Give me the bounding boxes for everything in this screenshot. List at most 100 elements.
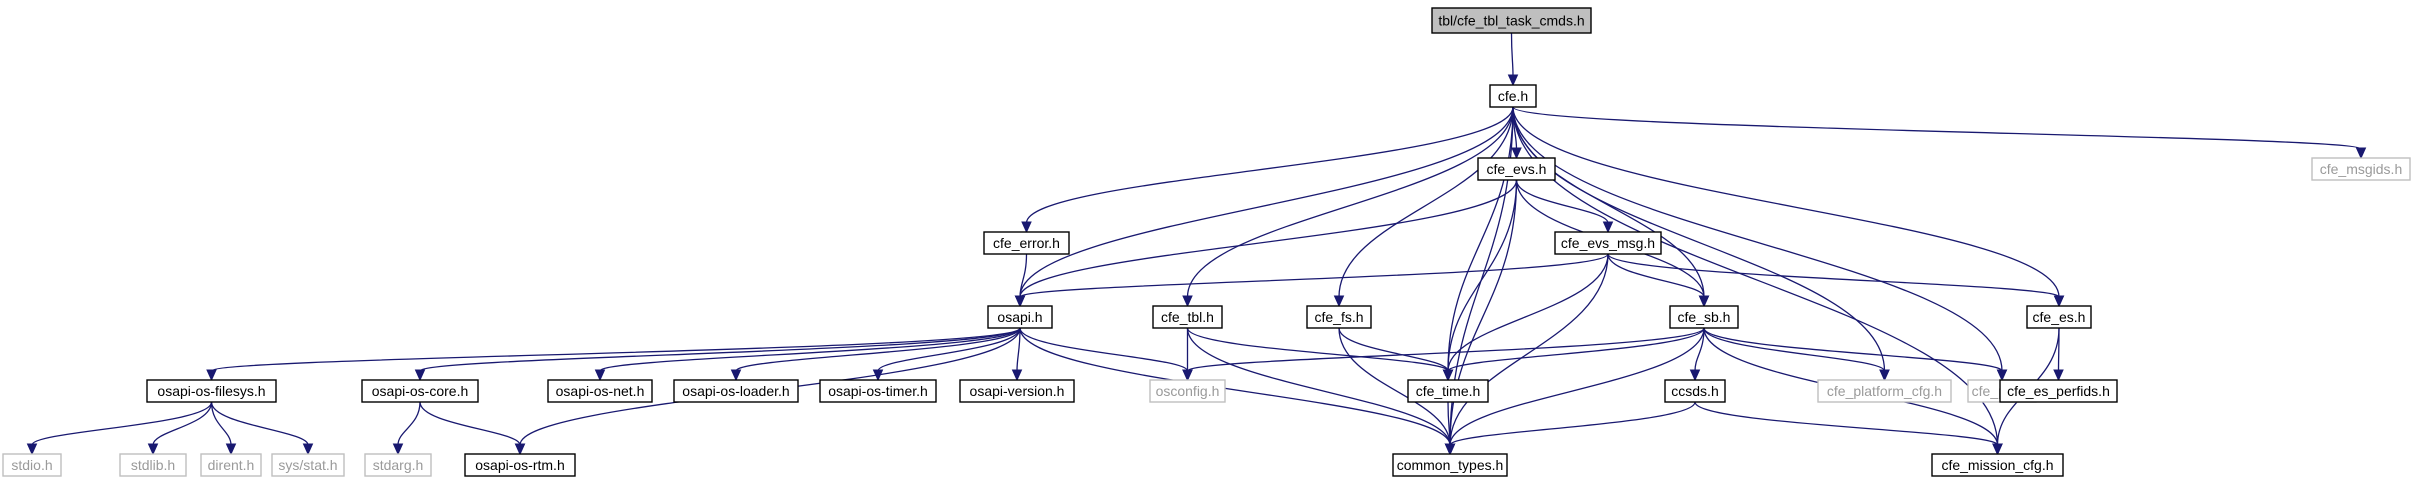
edge-cfe_fs-to-cfe_time: [1338, 327, 1449, 372]
node-box: [819, 379, 937, 403]
node-cfe-error[interactable]: cfe_error.h: [983, 231, 1070, 255]
node-cfe-platform-cfg: cfe_platform_cfg.h: [1817, 379, 1952, 403]
node-cfe-sb[interactable]: cfe_sb.h: [1669, 305, 1739, 329]
edge-arrowhead-osapi-to-osapi_os_filesys: [206, 369, 217, 382]
edge-arrowhead-root-to-cfe: [1507, 74, 1519, 87]
node-osapi-os-net[interactable]: osapi-os-net.h: [547, 379, 653, 403]
node-osapi-os-core[interactable]: osapi-os-core.h: [361, 379, 479, 403]
edge-arrowhead-ccsds-to-common_types: [1444, 443, 1456, 456]
node-label: osapi-os-rtm.h: [475, 457, 564, 473]
edge-arrowhead-cfe_evs_msg-to-cfe_es: [2053, 295, 2065, 308]
edge-cfe-to-cfe_psp: [1512, 106, 2003, 372]
edge-cfe_evs_msg-to-cfe_time: [1447, 253, 1609, 372]
node-label: osapi-os-loader.h: [682, 383, 789, 399]
edge-osapi_os_filesys-to-stdlib: [152, 401, 213, 446]
node-cfe-fs[interactable]: cfe_fs.h: [1306, 305, 1372, 329]
edge-cfe_sb-to-cfe_psp: [1703, 327, 2003, 372]
edge-cfe-to-cfe_tbl: [1186, 106, 1514, 298]
edge-arrowhead-cfe_evs_msg-to-cfe_sb: [1698, 295, 1710, 308]
node-box: [547, 379, 653, 403]
node-label: common_types.h: [1397, 457, 1504, 473]
edge-cfe_evs-to-cfe_evs_msg: [1515, 179, 1609, 224]
node-box: [271, 453, 345, 477]
node-box: [146, 379, 277, 403]
edge-osapi-to-osapi_os_filesys: [210, 327, 1021, 372]
node-label: osapi.h: [997, 309, 1042, 325]
edge-osapi_os_filesys-to-stdio: [31, 401, 213, 446]
node-cfe-evs[interactable]: cfe_evs.h: [1477, 157, 1556, 181]
edge-arrowhead-osapi_os_core-to-stdarg: [392, 443, 404, 456]
node-osapi-os-loader[interactable]: osapi-os-loader.h: [673, 379, 799, 403]
node-osapi-os-rtm[interactable]: osapi-os-rtm.h: [464, 453, 576, 477]
edge-cfe_sb-to-common_types: [1449, 327, 1705, 446]
edge-ccsds-to-common_types: [1449, 401, 1696, 446]
edge-arrowhead-osapi_os_filesys-to-sys_stat: [302, 443, 314, 456]
node-cfe-es[interactable]: cfe_es.h: [2026, 305, 2092, 329]
edge-layer: [26, 32, 2367, 456]
edge-arrowhead-cfe-to-cfe_evs: [1511, 147, 1522, 160]
edge-arrowhead-osapi_os_filesys-to-stdio: [26, 443, 38, 456]
node-box: [200, 453, 262, 477]
edge-cfe_evs_msg-to-osapi: [1019, 253, 1609, 298]
node-osapi-os-filesys[interactable]: osapi-os-filesys.h: [146, 379, 277, 403]
node-box: [1431, 7, 1592, 34]
edge-cfe_evs-to-common_types: [1449, 179, 1518, 446]
edge-cfe-to-cfe_fs: [1338, 106, 1514, 298]
edge-cfe_sb-to-cfe_platform_cfg: [1703, 327, 1886, 372]
node-dirent: dirent.h: [200, 453, 262, 477]
node-label: cfe_time.h: [1416, 383, 1481, 399]
node-root[interactable]: tbl/cfe_tbl_task_cmds.h: [1431, 7, 1592, 34]
edge-osapi_os_filesys-to-dirent: [210, 401, 232, 446]
node-box: [2, 453, 62, 477]
node-osapi[interactable]: osapi.h: [987, 305, 1053, 329]
edge-cfe-to-osapi: [1019, 106, 1514, 298]
node-label: cfe_error.h: [993, 235, 1060, 251]
edge-arrowhead-cfe-to-cfe_fs: [1333, 295, 1345, 308]
node-sys-stat: sys/stat.h: [271, 453, 345, 477]
node-cfe[interactable]: cfe.h: [1489, 84, 1537, 108]
edge-cfe_evs-to-osapi: [1019, 179, 1518, 298]
node-cfe-es-perfids[interactable]: cfe_es_perfids.h: [1999, 379, 2118, 403]
edge-arrowhead-osapi_os_filesys-to-dirent: [225, 443, 237, 456]
edge-arrowhead-cfe-to-cfe_tbl: [1182, 295, 1193, 308]
edge-arrowhead-osapi_os_filesys-to-stdlib: [147, 443, 159, 456]
node-label: cfe_msgids.h: [2320, 161, 2402, 177]
node-box: [1152, 305, 1223, 329]
edge-cfe_evs_msg-to-cfe_sb: [1607, 253, 1705, 298]
node-box: [1407, 379, 1489, 403]
node-cfe-evs-msg[interactable]: cfe_evs_msg.h: [1554, 231, 1662, 255]
node-cfe-tbl[interactable]: cfe_tbl.h: [1152, 305, 1223, 329]
node-stdio: stdio.h: [2, 453, 62, 477]
node-box: [1392, 453, 1508, 477]
edge-cfe_time-to-common_types: [1447, 401, 1451, 446]
node-osapi-version[interactable]: osapi-version.h: [959, 379, 1075, 403]
node-stdarg: stdarg.h: [364, 453, 432, 477]
node-common-types[interactable]: common_types.h: [1392, 453, 1508, 477]
edge-osapi-to-osapi_os_loader: [735, 327, 1021, 372]
node-label: dirent.h: [208, 457, 255, 473]
edge-arrowhead-cfe_es-to-cfe_es_perfids: [2053, 369, 2064, 382]
node-cfe-time[interactable]: cfe_time.h: [1407, 379, 1489, 403]
node-label: cfe_fs.h: [1314, 309, 1363, 325]
node-osapi-os-timer[interactable]: osapi-os-timer.h: [819, 379, 937, 403]
node-box: [959, 379, 1075, 403]
node-label: tbl/cfe_tbl_task_cmds.h: [1438, 13, 1584, 29]
node-label: ccsds.h: [1671, 383, 1718, 399]
edge-cfe-to-cfe_error: [1025, 106, 1514, 224]
node-stdlib: stdlib.h: [119, 453, 187, 477]
node-label: cfe_evs_msg.h: [1561, 235, 1655, 251]
edge-arrowhead-osapi_os_core-to-osapi_os_rtm: [514, 443, 526, 456]
node-label: cfe_platform_cfg.h: [1827, 383, 1942, 399]
node-label: osapi-os-timer.h: [828, 383, 928, 399]
node-box: [983, 231, 1070, 255]
node-label: stdarg.h: [373, 457, 424, 473]
node-cfe-msgids: cfe_msgids.h: [2311, 157, 2411, 181]
node-cfe-mission-cfg[interactable]: cfe_mission_cfg.h: [1931, 453, 2064, 477]
edge-osapi-to-osapi_os_timer: [877, 327, 1021, 372]
node-ccsds[interactable]: ccsds.h: [1664, 379, 1726, 403]
node-box: [464, 453, 576, 477]
node-label: cfe_tbl.h: [1161, 309, 1214, 325]
node-box: [1669, 305, 1739, 329]
node-label: cfe.h: [1498, 88, 1528, 104]
